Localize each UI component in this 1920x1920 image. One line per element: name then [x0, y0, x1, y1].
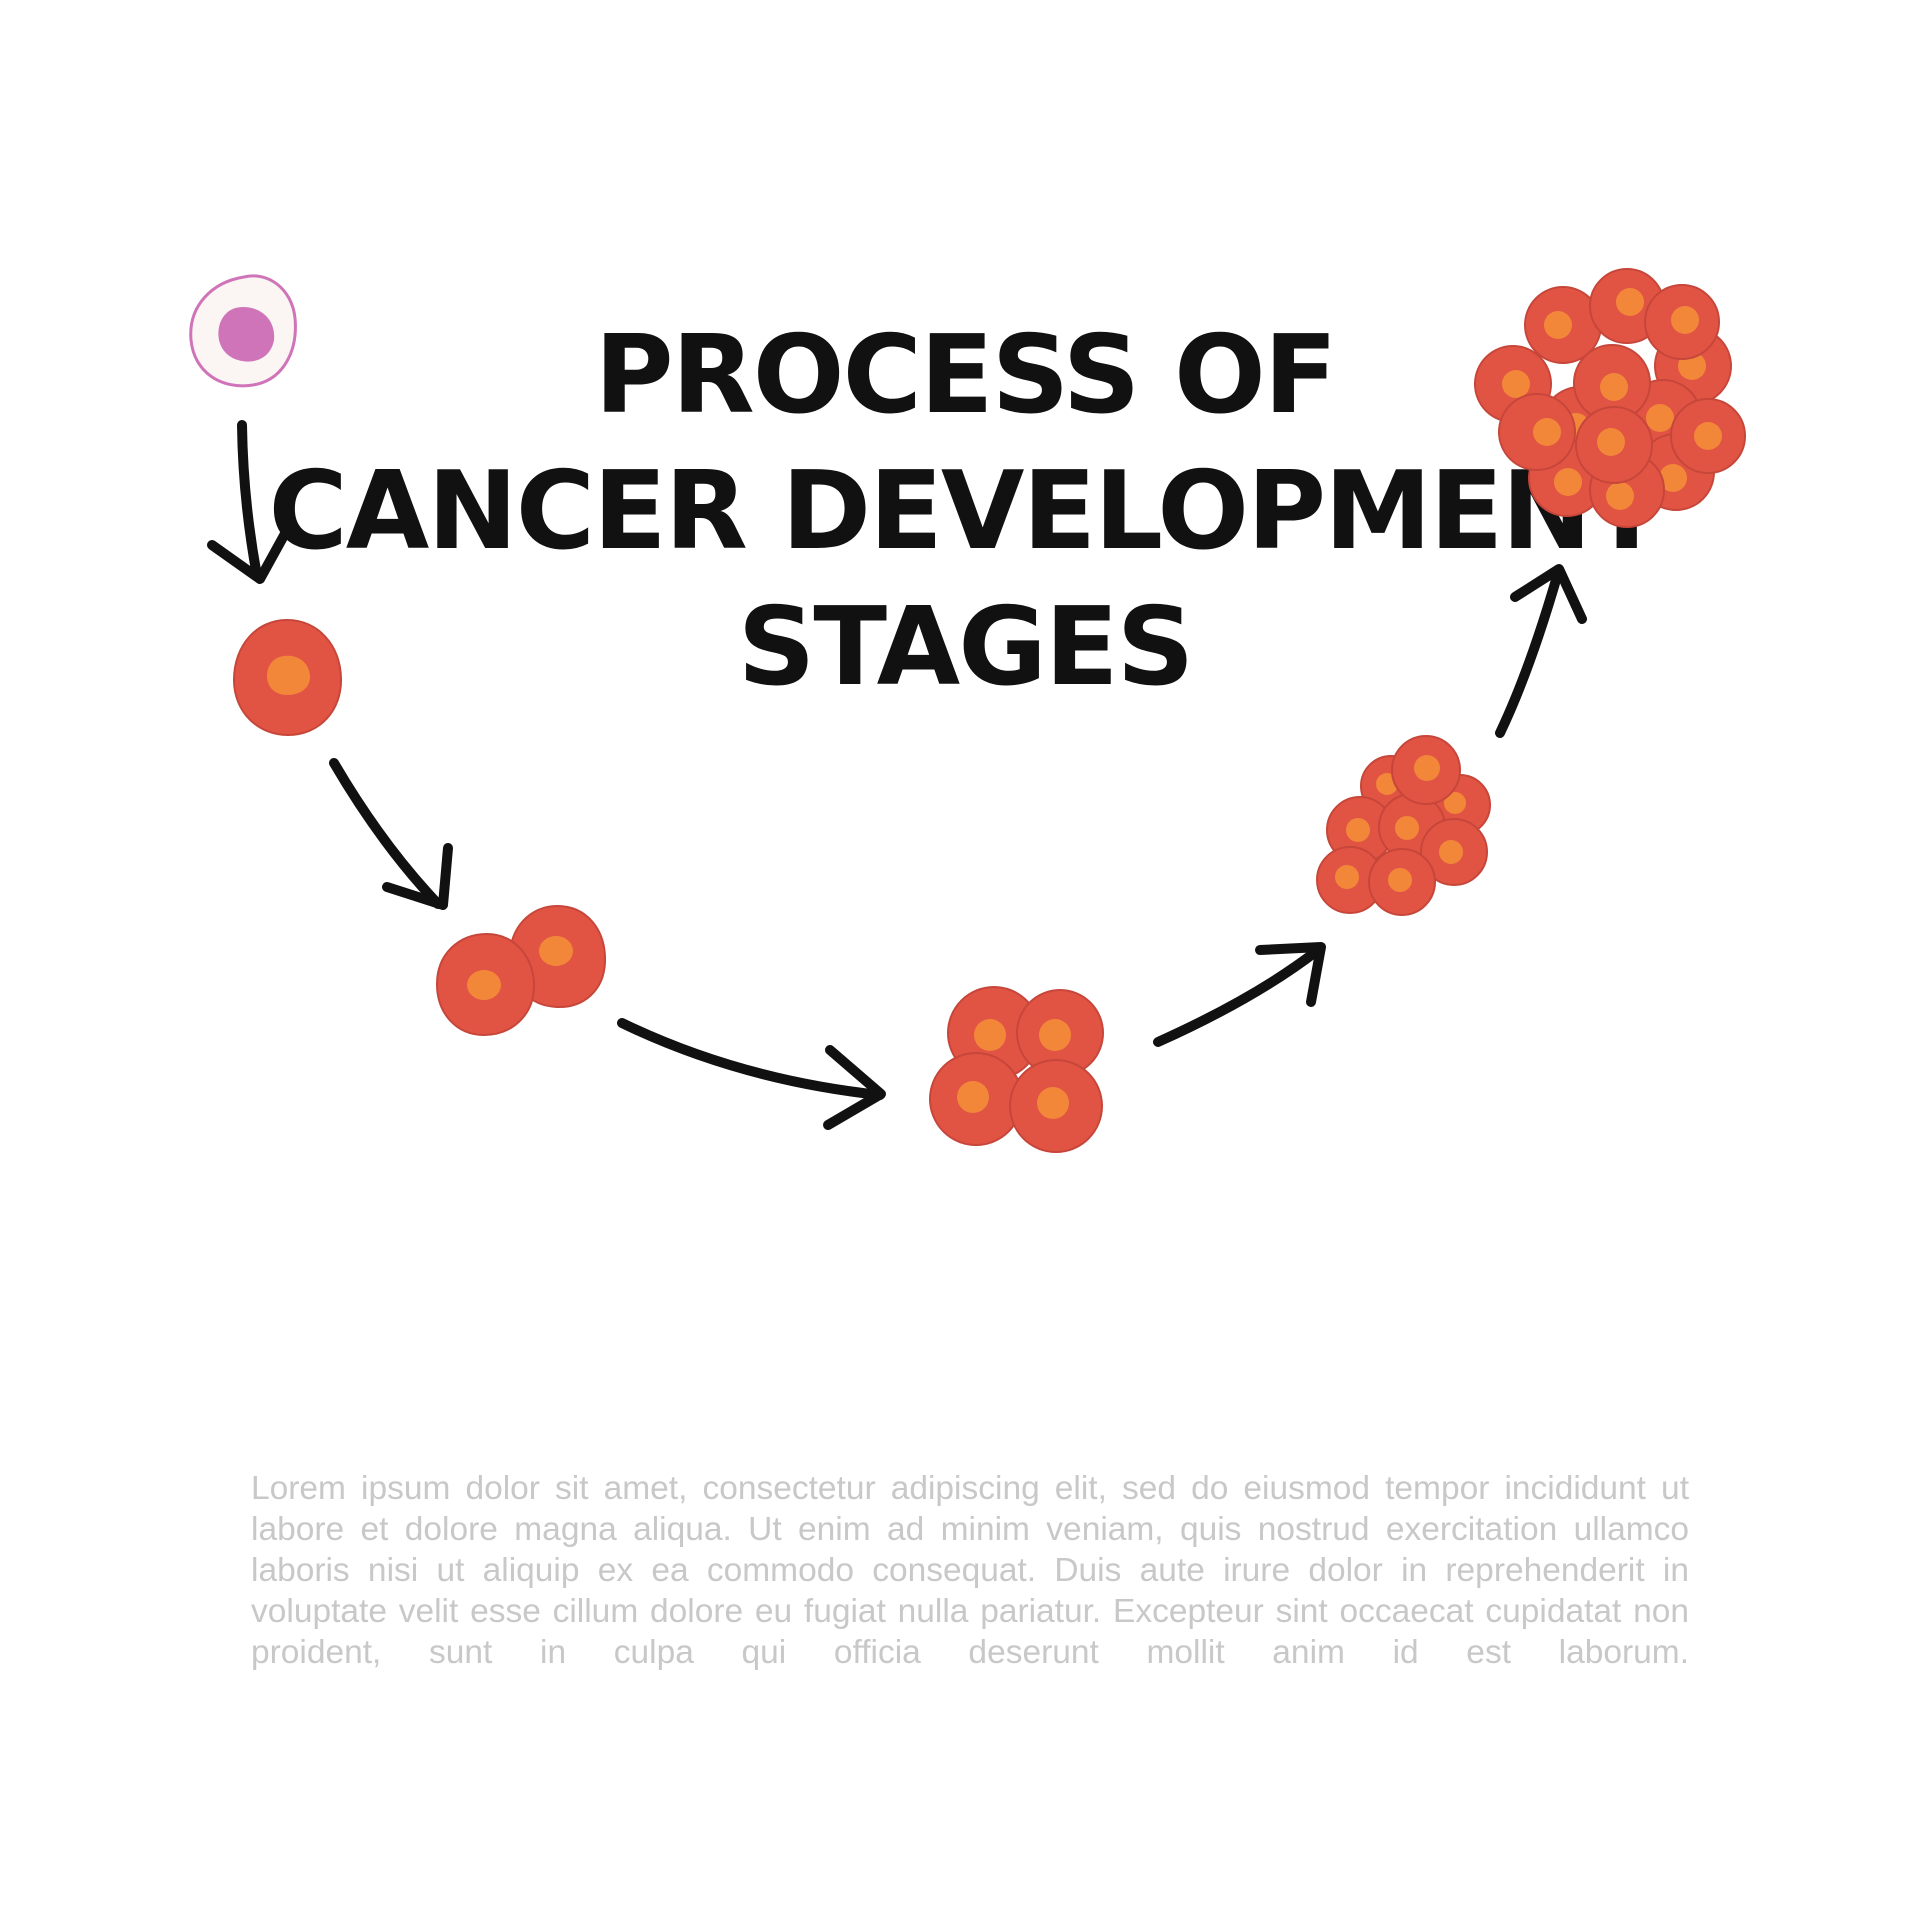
cancer-cell-nucleus: [1395, 816, 1419, 840]
stage-normal-cell: [189, 274, 297, 388]
cancer-cell-nucleus: [1414, 755, 1440, 781]
arrow-4-icon: [1153, 942, 1326, 1047]
diagram-title: PROCESS OF CANCER DEVELOPMENT STAGES: [268, 313, 1665, 710]
cancer-cell-nucleus: [1533, 418, 1561, 446]
stage-four-cancer-cells: [929, 986, 1104, 1153]
stage-tumor: [1474, 268, 1746, 528]
placeholder-body-text: Lorem ipsum dolor sit amet, consectetur …: [251, 1470, 1689, 1671]
cancer-cell-nucleus: [1659, 464, 1687, 492]
cancer-cell-nucleus: [467, 970, 501, 1000]
title-line-3: STAGES: [738, 585, 1193, 710]
stage-small-cancer-cluster: [1316, 735, 1491, 916]
cancer-cell-nucleus: [1616, 288, 1644, 316]
cancer-cell-nucleus: [1544, 311, 1572, 339]
cancer-cell-nucleus: [1039, 1019, 1071, 1051]
title-line-2: CANCER DEVELOPMENT: [268, 449, 1663, 574]
cancer-cell-nucleus: [539, 936, 573, 966]
cancer-cell-nucleus: [1502, 370, 1530, 398]
cancer-cell-nucleus: [1600, 373, 1628, 401]
cancer-cell-nucleus: [1388, 868, 1412, 892]
stage-two-cancer-cells: [435, 904, 607, 1037]
cancer-cell-nucleus: [1444, 792, 1466, 814]
title-line-1: PROCESS OF: [594, 313, 1335, 438]
cancer-cell-nucleus: [1335, 865, 1359, 889]
cancer-cell-nucleus: [1646, 404, 1674, 432]
normal-cell-nucleus: [218, 307, 275, 362]
cancer-cell-nucleus: [1606, 482, 1634, 510]
cancer-cell-nucleus: [1346, 818, 1370, 842]
cancer-cell-nucleus: [267, 655, 310, 695]
arrow-3-icon: [617, 1018, 886, 1130]
cancer-cell-nucleus: [1037, 1087, 1069, 1119]
arrow-2-icon: [329, 758, 453, 910]
cancer-cell-nucleus: [974, 1019, 1006, 1051]
cancer-cell-nucleus: [1694, 422, 1722, 450]
stage-single-cancer-cell: [232, 618, 343, 737]
cancer-cell-nucleus: [1671, 306, 1699, 334]
cancer-cell-nucleus: [1597, 428, 1625, 456]
cancer-cell-nucleus: [1439, 840, 1463, 864]
cancer-cell-nucleus: [957, 1081, 989, 1113]
progression-arrows: [207, 420, 1587, 1130]
arrow-5-icon: [1495, 564, 1587, 738]
cancer-cell-nucleus: [1554, 468, 1582, 496]
arrow-1-icon: [207, 420, 292, 584]
